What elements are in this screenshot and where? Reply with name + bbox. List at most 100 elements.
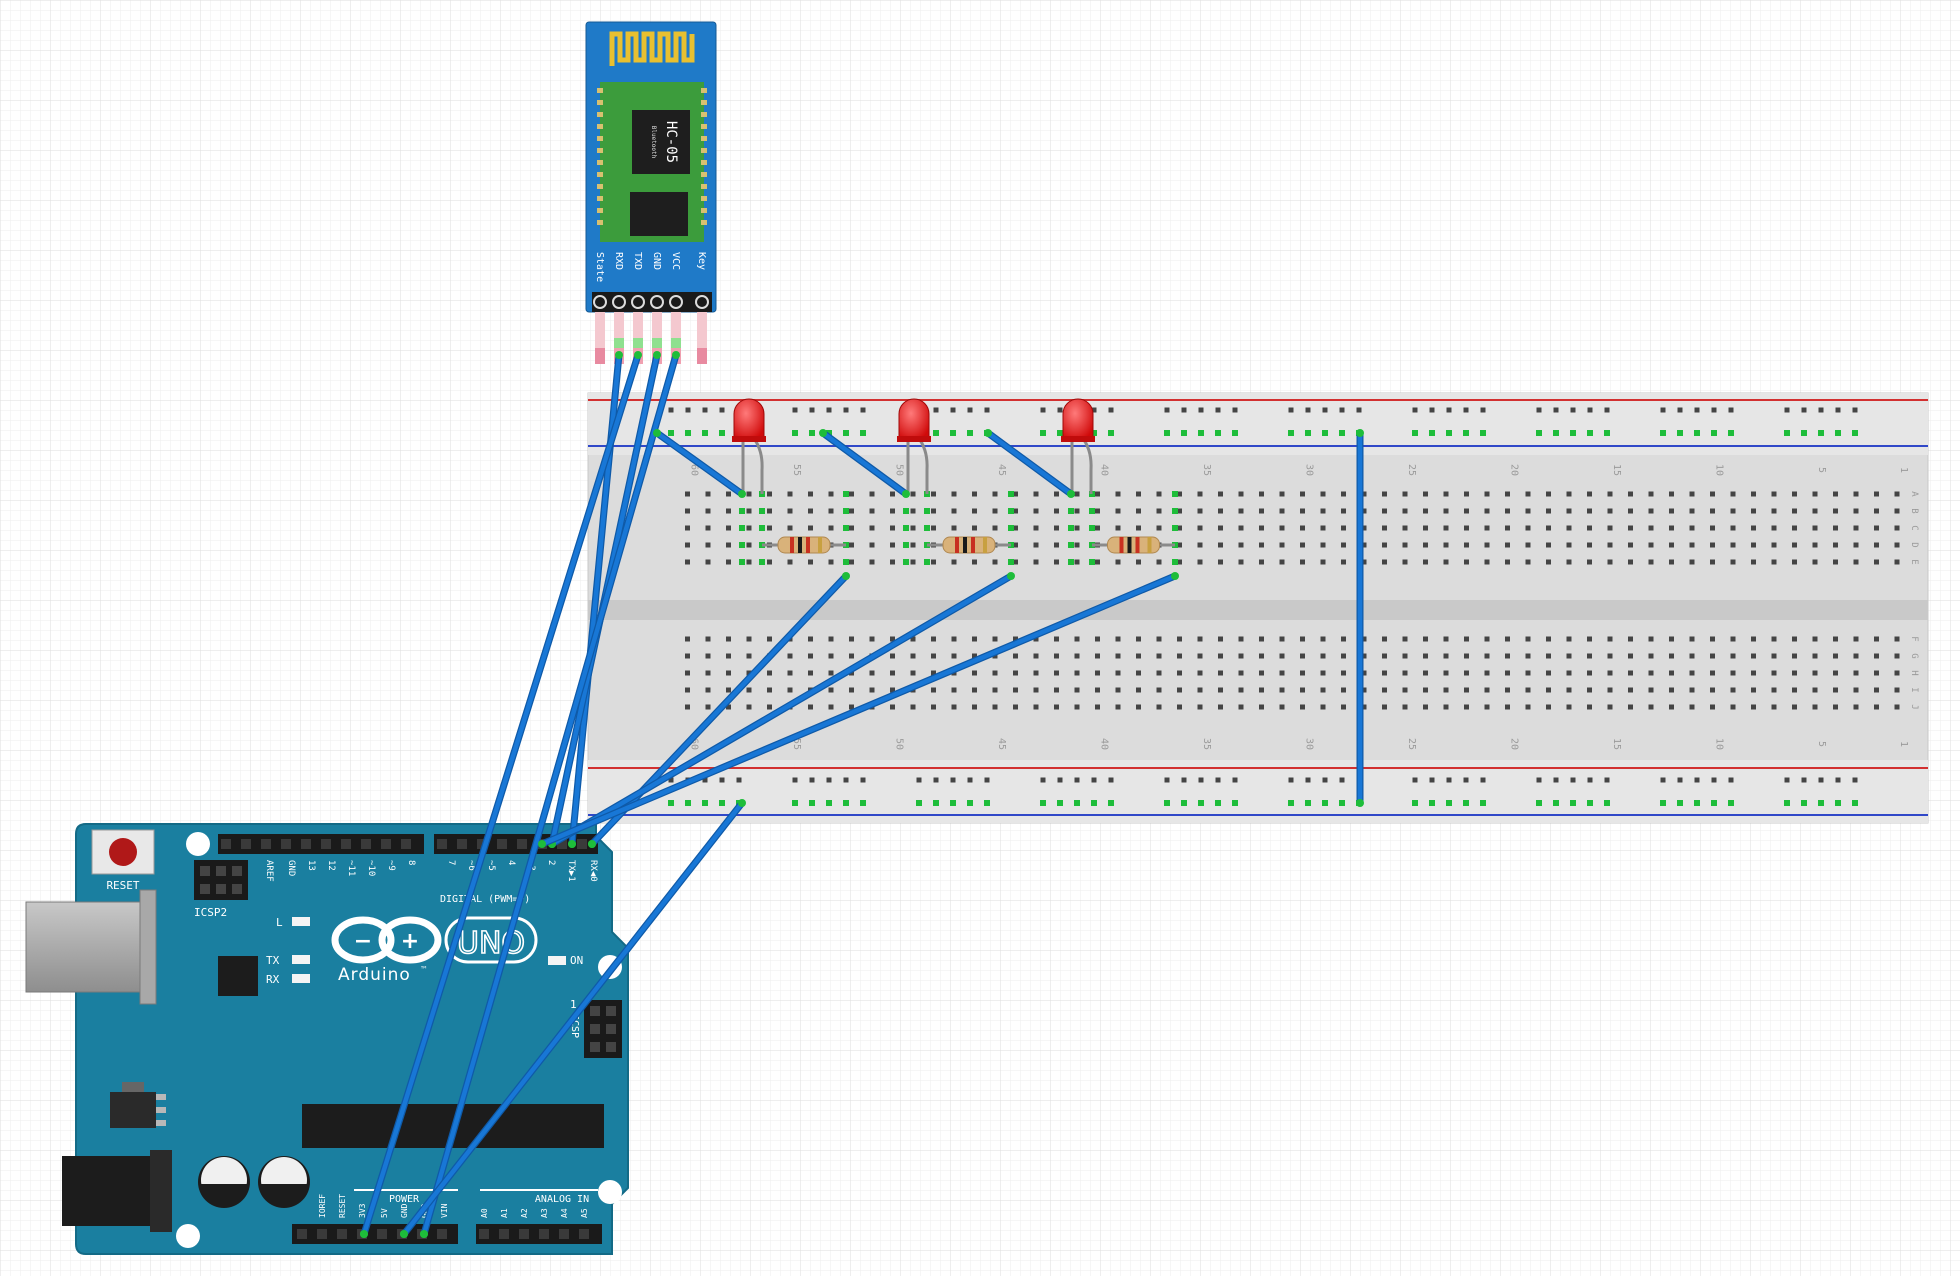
breadboard-hole[interactable] (828, 525, 834, 531)
breadboard-hole[interactable] (1218, 491, 1223, 497)
header-socket[interactable] (579, 1229, 589, 1239)
breadboard-hole[interactable] (1669, 525, 1674, 531)
breadboard-hole[interactable] (1423, 687, 1428, 693)
breadboard-hole[interactable] (808, 559, 813, 565)
breadboard-hole[interactable] (828, 508, 834, 514)
breadboard-hole[interactable] (1812, 491, 1818, 497)
breadboard-hole[interactable] (1628, 525, 1633, 531)
breadboard-hole[interactable] (1669, 704, 1674, 710)
breadboard-hole[interactable] (1525, 636, 1531, 642)
breadboard-hole[interactable] (1095, 636, 1100, 642)
breadboard-hole[interactable] (726, 508, 731, 514)
breadboard-hole[interactable] (726, 670, 731, 676)
rail-hole[interactable] (1198, 407, 1204, 413)
breadboard-hole[interactable] (1156, 653, 1162, 659)
breadboard-hole[interactable] (1464, 508, 1469, 514)
rail-hole[interactable] (1536, 407, 1542, 413)
breadboard-hole[interactable] (992, 559, 998, 565)
rail-hole[interactable] (1198, 777, 1204, 783)
rail-hole[interactable] (1040, 777, 1046, 783)
breadboard-hole[interactable] (1074, 542, 1080, 548)
breadboard-hole[interactable] (1443, 636, 1449, 642)
breadboard-hole[interactable] (1361, 636, 1367, 642)
breadboard-hole[interactable] (992, 670, 998, 676)
rail-hole[interactable] (1091, 407, 1097, 413)
breadboard-hole[interactable] (1484, 508, 1490, 514)
breadboard-hole[interactable] (1874, 542, 1879, 548)
breadboard-hole[interactable] (1361, 525, 1367, 531)
breadboard-hole[interactable] (1669, 636, 1674, 642)
breadboard-hole[interactable] (1710, 687, 1715, 693)
breadboard-hole[interactable] (1136, 636, 1141, 642)
breadboard-hole[interactable] (1402, 670, 1408, 676)
reset-button-cap[interactable] (109, 838, 137, 866)
breadboard-hole[interactable] (828, 653, 834, 659)
breadboard-hole[interactable] (1033, 508, 1039, 514)
rail-hole[interactable] (1164, 407, 1170, 413)
rail-hole[interactable] (950, 407, 956, 413)
rail-hole[interactable] (1480, 777, 1486, 783)
breadboard-hole[interactable] (1074, 525, 1080, 531)
rail-hole[interactable] (1446, 407, 1452, 413)
breadboard-hole[interactable] (1730, 687, 1736, 693)
breadboard-hole[interactable] (1894, 559, 1900, 565)
breadboard-hole[interactable] (808, 704, 813, 710)
rail-hole[interactable] (1305, 407, 1311, 413)
rail-hole[interactable] (1835, 777, 1841, 783)
breadboard-hole[interactable] (1423, 704, 1428, 710)
breadboard-hole[interactable] (1607, 670, 1613, 676)
breadboard-hole[interactable] (1095, 687, 1100, 693)
breadboard-hole[interactable] (787, 653, 793, 659)
breadboard-hole[interactable] (1484, 491, 1490, 497)
rail-hole[interactable] (1074, 777, 1080, 783)
breadboard-hole[interactable] (1648, 525, 1654, 531)
rail-hole[interactable] (933, 407, 939, 413)
breadboard-hole[interactable] (1730, 491, 1736, 497)
breadboard-hole[interactable] (746, 508, 752, 514)
breadboard-hole[interactable] (992, 704, 998, 710)
breadboard-hole[interactable] (1423, 670, 1428, 676)
breadboard-hole[interactable] (1587, 542, 1592, 548)
rail-hole[interactable] (668, 777, 674, 783)
rail-hole[interactable] (860, 407, 866, 413)
breadboard-hole[interactable] (1279, 687, 1285, 693)
breadboard-hole[interactable] (1525, 491, 1531, 497)
breadboard-hole[interactable] (1669, 670, 1674, 676)
breadboard-hole[interactable] (1689, 653, 1695, 659)
breadboard-hole[interactable] (1648, 653, 1654, 659)
breadboard-hole[interactable] (1546, 542, 1551, 548)
breadboard-hole[interactable] (1136, 653, 1141, 659)
rail-hole[interactable] (950, 777, 956, 783)
breadboard-hole[interactable] (746, 491, 752, 497)
breadboard-hole[interactable] (1443, 559, 1449, 565)
breadboard-hole[interactable] (705, 525, 711, 531)
breadboard-hole[interactable] (1689, 704, 1695, 710)
rail-hole[interactable] (1677, 407, 1683, 413)
breadboard-hole[interactable] (1177, 653, 1182, 659)
resistor[interactable] (1107, 536, 1160, 554)
breadboard-hole[interactable] (1689, 670, 1695, 676)
breadboard-hole[interactable] (1853, 508, 1859, 514)
breadboard-hole[interactable] (1156, 670, 1162, 676)
breadboard-hole[interactable] (1177, 525, 1182, 531)
rail-hole[interactable] (792, 777, 798, 783)
breadboard-hole[interactable] (1710, 525, 1715, 531)
breadboard-hole[interactable] (1361, 704, 1367, 710)
breadboard-hole[interactable] (849, 491, 854, 497)
breadboard-hole[interactable] (1464, 491, 1469, 497)
breadboard-hole[interactable] (726, 525, 731, 531)
breadboard-hole[interactable] (1505, 525, 1510, 531)
breadboard-hole[interactable] (1197, 670, 1203, 676)
hc05-pin-leg[interactable] (614, 312, 624, 338)
breadboard-hole[interactable] (1792, 636, 1797, 642)
breadboard-hole[interactable] (1074, 653, 1080, 659)
breadboard-hole[interactable] (1505, 559, 1510, 565)
breadboard-hole[interactable] (685, 687, 690, 693)
breadboard-hole[interactable] (1115, 525, 1121, 531)
rail-hole[interactable] (1322, 407, 1328, 413)
breadboard-hole[interactable] (705, 704, 711, 710)
breadboard-hole[interactable] (787, 687, 793, 693)
breadboard-hole[interactable] (1710, 704, 1715, 710)
breadboard-hole[interactable] (869, 636, 875, 642)
breadboard-hole[interactable] (1607, 542, 1613, 548)
